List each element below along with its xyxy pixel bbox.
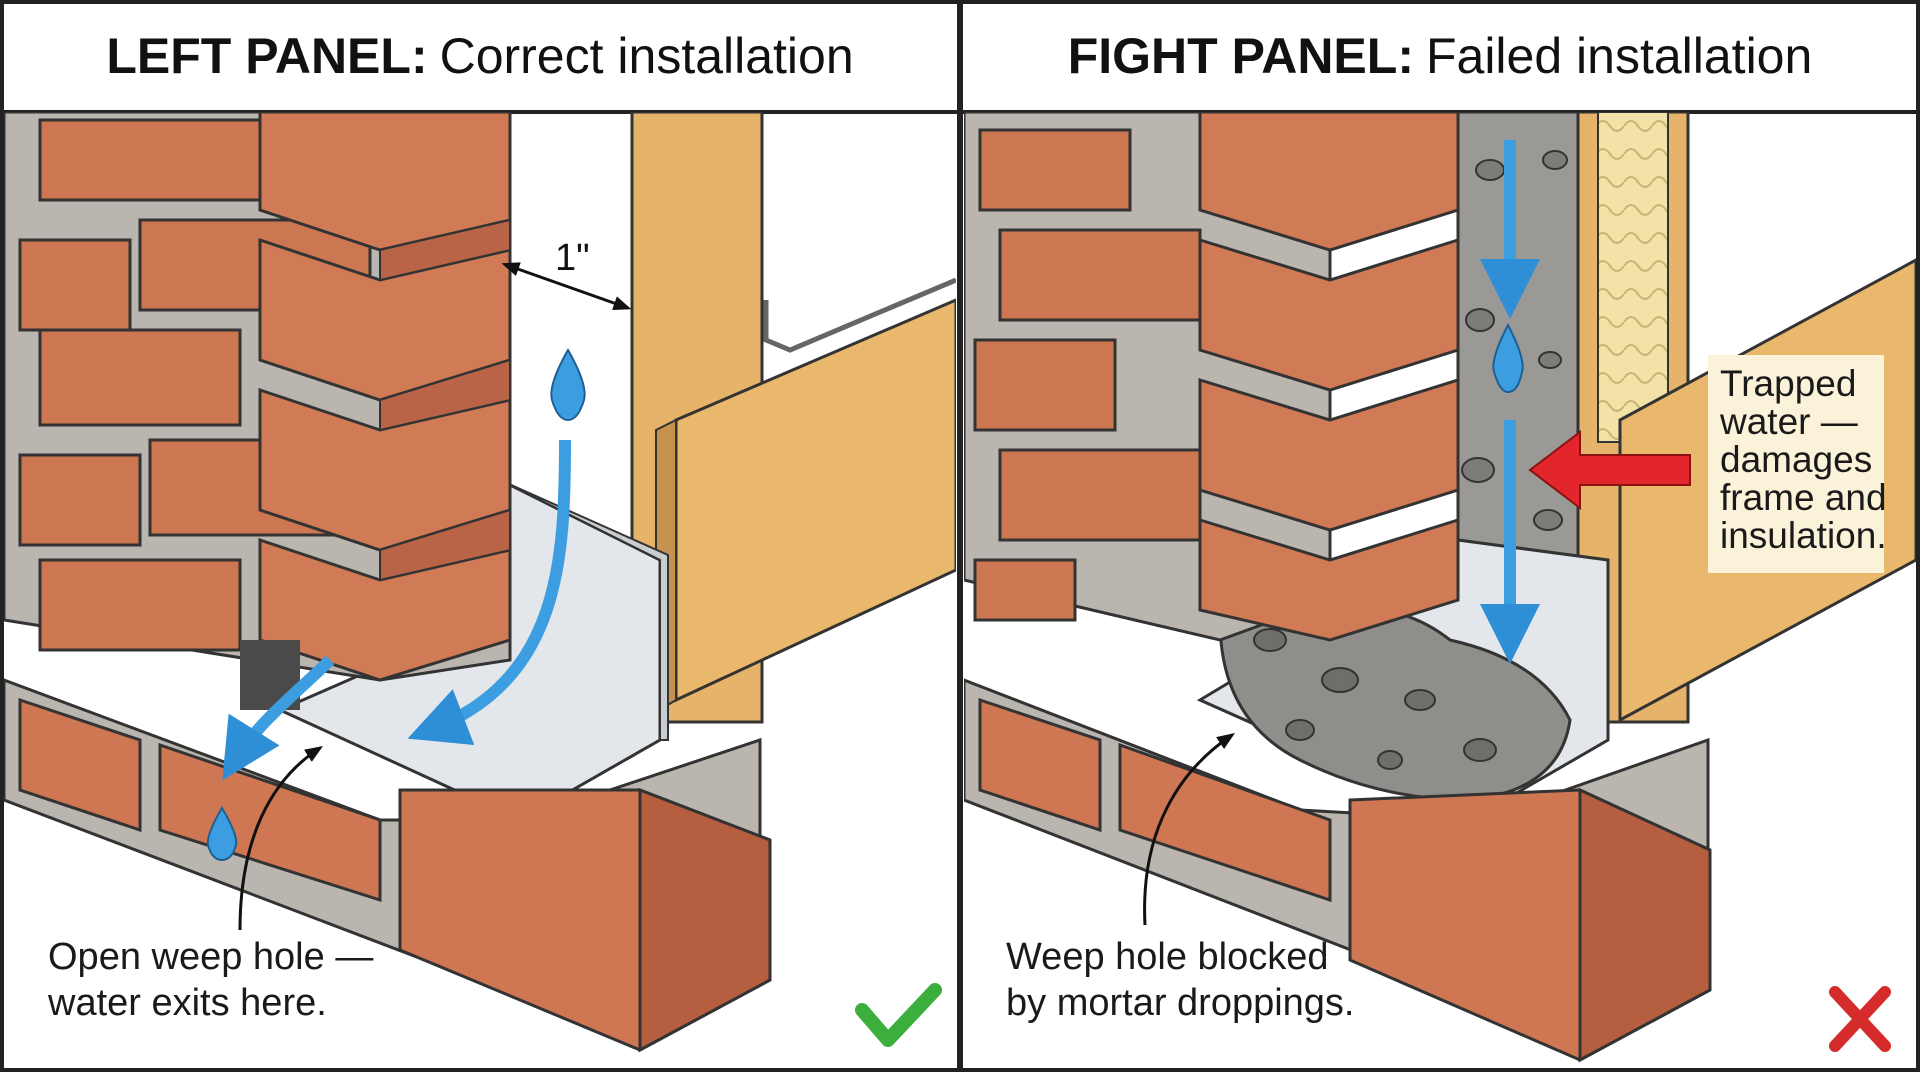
left-panel-title: LEFT PANEL: Correct installation bbox=[0, 0, 960, 112]
right-caption-line: by mortar droppings. bbox=[1006, 982, 1355, 1024]
right-panel-title: FIGHT PANEL: Failed installation bbox=[960, 0, 1920, 112]
right-title-rest: Failed installation bbox=[1425, 28, 1813, 84]
red-pointer-arrow bbox=[1528, 429, 1691, 511]
left-panel-drawing bbox=[4, 112, 956, 1053]
cross-icon bbox=[1829, 986, 1891, 1052]
right-panel-drawing bbox=[964, 112, 1916, 1063]
water-drop bbox=[1492, 322, 1524, 394]
note-line: damages bbox=[1720, 439, 1873, 480]
right-title-bold: FIGHT PANEL: bbox=[1067, 28, 1414, 84]
right-caption-line: Weep hole blocked bbox=[1006, 936, 1329, 978]
note-line: water — bbox=[1720, 401, 1858, 442]
trapped-water-note: Trapped water — damages frame and insula… bbox=[1708, 355, 1887, 573]
bricks bbox=[973, 128, 1202, 622]
left-caption-line: Open weep hole — bbox=[48, 936, 374, 978]
note-line: insulation. bbox=[1720, 515, 1887, 556]
water-drop bbox=[550, 347, 586, 422]
water-exit-arrow bbox=[222, 655, 335, 781]
insulation bbox=[1597, 112, 1669, 443]
left-title-rest: Correct installation bbox=[439, 28, 854, 84]
water-drop bbox=[206, 806, 238, 862]
right-caption: Weep hole blocked by mortar droppings. bbox=[1006, 934, 1355, 1026]
blocked-weep-leader bbox=[1143, 732, 1235, 926]
left-title-bold: LEFT PANEL: bbox=[106, 28, 428, 84]
left-caption-line: water exits here. bbox=[48, 982, 327, 1024]
gap-dimension-label: 1" bbox=[555, 237, 590, 279]
gap-dimension-arrow bbox=[501, 262, 632, 310]
note-line: Trapped bbox=[1720, 363, 1857, 404]
weep-hole-leader bbox=[238, 746, 324, 931]
check-icon bbox=[855, 983, 942, 1047]
left-caption: Open weep hole — water exits here. bbox=[48, 934, 373, 1026]
water-flow-arrow bbox=[407, 439, 571, 746]
mortar-filled-cavity bbox=[1456, 112, 1580, 564]
note-line: frame and bbox=[1720, 477, 1887, 518]
